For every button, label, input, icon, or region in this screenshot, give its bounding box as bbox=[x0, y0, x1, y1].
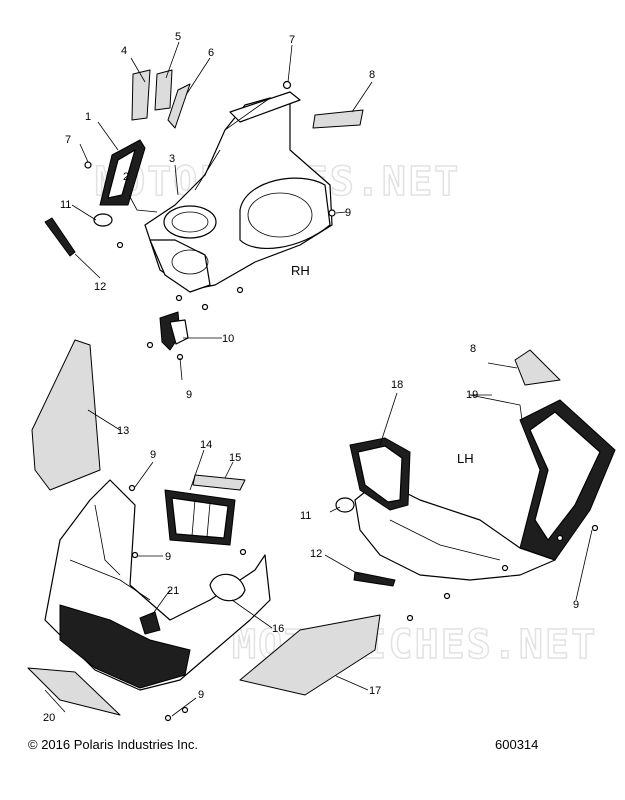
callout-14: 14 bbox=[200, 439, 212, 451]
callout-9-bottom: 9 bbox=[198, 689, 204, 701]
callout-13: 13 bbox=[117, 425, 129, 437]
callout-18: 18 bbox=[391, 379, 403, 391]
front-lower-assembly bbox=[27, 339, 381, 722]
callout-8-lower: 8 bbox=[470, 343, 476, 355]
callout-8-upper: 8 bbox=[369, 69, 375, 81]
callout-12-lh: 12 bbox=[310, 548, 322, 560]
callouts: 1 2 3 4 5 6 7 7 8 9 10 11 12 9 13 9 9 14… bbox=[43, 31, 579, 724]
callout-1: 1 bbox=[85, 111, 91, 123]
callout-10: 10 bbox=[222, 333, 234, 345]
callout-2: 2 bbox=[123, 171, 129, 183]
lh-label: LH bbox=[457, 451, 474, 466]
callout-11-rh: 11 bbox=[60, 199, 71, 211]
callout-3: 3 bbox=[169, 153, 175, 165]
callout-21: 21 bbox=[167, 585, 179, 597]
callout-12-rh: 12 bbox=[94, 281, 106, 293]
callout-6: 6 bbox=[208, 47, 214, 59]
callout-9-lh: 9 bbox=[573, 599, 579, 611]
lh-panel-assembly bbox=[335, 349, 616, 622]
diagram-number: 600314 bbox=[495, 737, 539, 752]
callout-17: 17 bbox=[369, 685, 381, 697]
callout-7-upper-right: 7 bbox=[289, 34, 295, 46]
callout-9-front-upper: 9 bbox=[150, 449, 156, 461]
callout-16: 16 bbox=[272, 623, 284, 635]
callout-19: 19 bbox=[466, 389, 478, 401]
callout-9-mid: 9 bbox=[186, 389, 192, 401]
rh-panel-assembly bbox=[44, 69, 364, 361]
callout-5: 5 bbox=[175, 31, 181, 43]
callout-7-upper-left: 7 bbox=[65, 134, 71, 146]
rh-label: RH bbox=[291, 263, 310, 278]
leader-lines bbox=[44, 41, 593, 717]
callout-4: 4 bbox=[121, 45, 127, 57]
callout-20: 20 bbox=[43, 712, 55, 724]
callout-15: 15 bbox=[229, 452, 241, 464]
callout-11-lh: 11 bbox=[300, 510, 311, 522]
copyright-notice: © 2016 Polaris Industries Inc. bbox=[28, 737, 198, 752]
callout-9-front-mid: 9 bbox=[165, 551, 171, 563]
callout-9-rh: 9 bbox=[345, 207, 351, 219]
